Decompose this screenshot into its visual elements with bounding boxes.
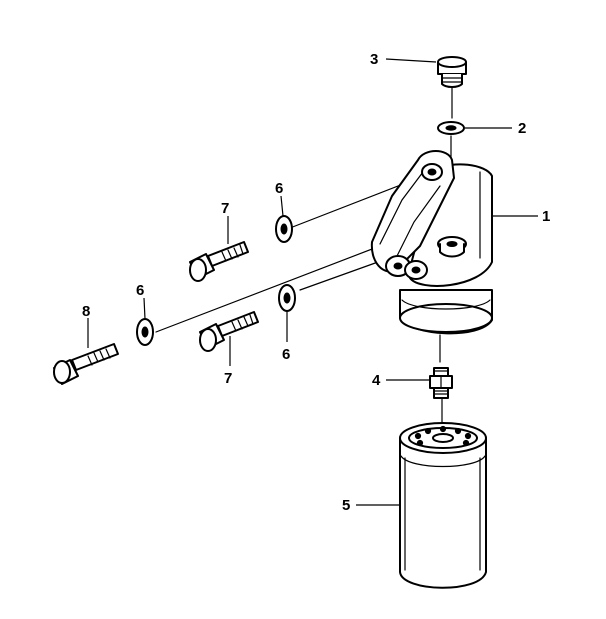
bolt-long bbox=[53, 343, 119, 385]
callout-labels: 3 2 1 4 5 6 6 6 7 7 8 bbox=[82, 51, 550, 514]
callout-8: 8 bbox=[82, 303, 90, 320]
bolt-upper bbox=[189, 241, 249, 282]
callout-7-upper: 7 bbox=[221, 200, 229, 217]
leader-lines bbox=[87, 58, 538, 506]
callout-2: 2 bbox=[518, 120, 526, 137]
filter-head-bracket bbox=[370, 150, 493, 335]
bolt-lower bbox=[199, 311, 259, 352]
threaded-nipple bbox=[429, 367, 453, 399]
callout-4: 4 bbox=[372, 372, 381, 389]
plug bbox=[437, 56, 467, 88]
callout-6-lower: 6 bbox=[282, 346, 290, 363]
callout-5: 5 bbox=[342, 497, 350, 514]
washer-upper bbox=[275, 215, 293, 243]
callout-6-left: 6 bbox=[136, 282, 144, 299]
callout-6-upper: 6 bbox=[275, 180, 283, 197]
callout-3: 3 bbox=[370, 51, 378, 68]
sealing-washer bbox=[437, 121, 465, 135]
washer-lower-left bbox=[136, 318, 154, 346]
callout-7-lower: 7 bbox=[224, 370, 232, 387]
callout-1: 1 bbox=[542, 208, 550, 225]
washer-lower-right bbox=[278, 284, 296, 312]
oil-filter-cartridge bbox=[399, 422, 487, 589]
